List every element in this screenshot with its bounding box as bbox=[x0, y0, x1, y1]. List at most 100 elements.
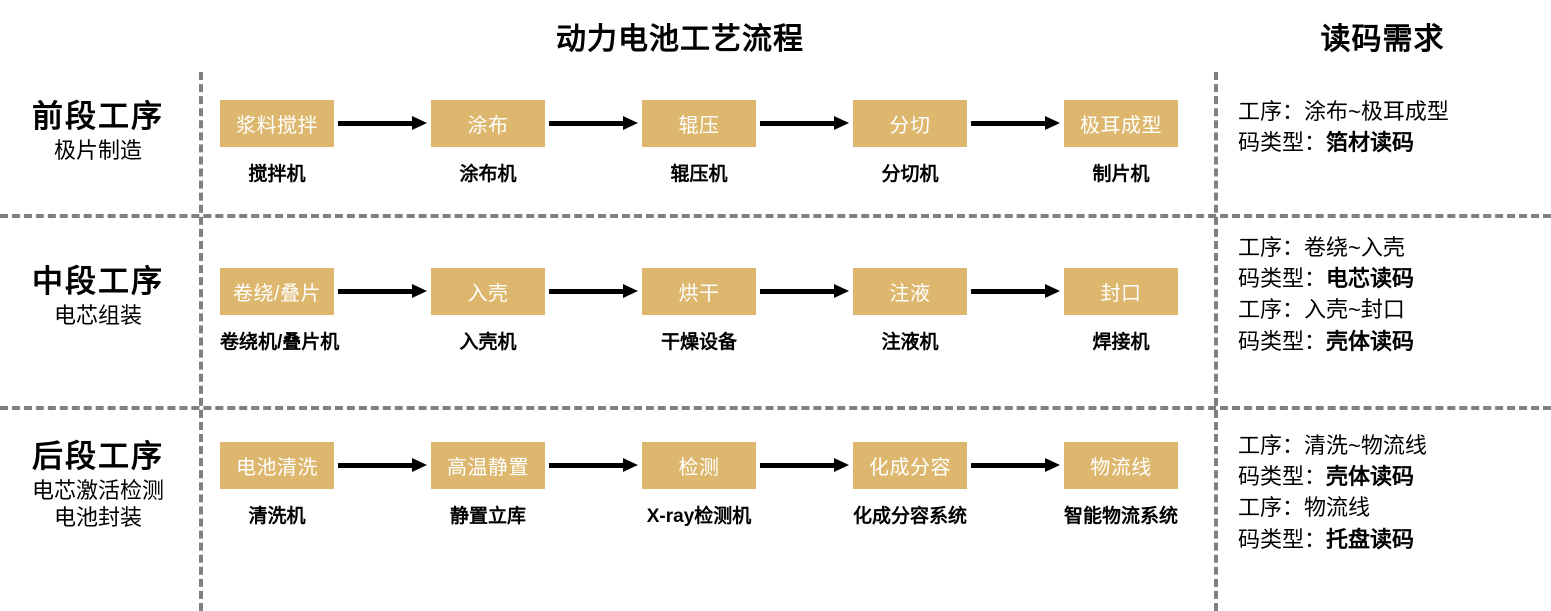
flow-arrow-icon bbox=[971, 458, 1060, 472]
flow-arrow-icon bbox=[971, 116, 1060, 130]
requirement-value: 清洗~物流线 bbox=[1304, 433, 1427, 458]
requirement-block-middle: 工序：卷绕~入壳 码类型：电芯读码 工序：入壳~封口 码类型：壳体读码 bbox=[1238, 232, 1548, 357]
right-column-title: 读码需求 bbox=[1320, 23, 1445, 56]
process-node[interactable]: 物流线 智能物流系统 bbox=[1064, 442, 1178, 528]
requirement-line: 工序：入壳~封口 bbox=[1238, 294, 1548, 325]
requirement-label: 码类型： bbox=[1238, 266, 1327, 292]
process-node-caption: 辊压机 bbox=[670, 164, 728, 185]
process-node-caption: 智能物流系统 bbox=[1064, 506, 1179, 527]
requirement-block-back: 工序：清洗~物流线 码类型：壳体读码 工序：物流线 码类型：托盘读码 bbox=[1238, 430, 1548, 555]
process-node-title: 化成分容 bbox=[853, 442, 967, 489]
process-node-caption: 清洗机 bbox=[248, 506, 306, 527]
process-node-caption: 静置立库 bbox=[449, 506, 526, 527]
requirement-value: 涂布~极耳成型 bbox=[1304, 99, 1449, 124]
process-node-title: 入壳 bbox=[431, 268, 545, 315]
process-node-title: 卷绕/叠片 bbox=[220, 268, 334, 315]
process-node-title: 注液 bbox=[853, 268, 967, 315]
divider-vertical-right bbox=[1214, 72, 1218, 611]
requirement-label: 码类型： bbox=[1238, 464, 1327, 490]
stage-name: 中段工序 bbox=[32, 264, 164, 299]
requirement-label: 工序： bbox=[1238, 99, 1305, 124]
requirement-value: 卷绕~入壳 bbox=[1304, 235, 1405, 260]
process-node[interactable]: 化成分容 化成分容系统 bbox=[853, 442, 967, 528]
process-node[interactable]: 入壳 入壳机 bbox=[431, 268, 545, 354]
process-node-title: 高温静置 bbox=[431, 442, 545, 489]
process-node-title: 辊压 bbox=[642, 100, 756, 147]
process-node[interactable]: 浆料搅拌 搅拌机 bbox=[220, 100, 334, 186]
requirement-value: 托盘读码 bbox=[1326, 526, 1415, 552]
requirement-line: 工序：涂布~极耳成型 bbox=[1238, 96, 1548, 127]
requirement-value: 电芯读码 bbox=[1326, 266, 1415, 292]
flow-arrow-icon bbox=[338, 284, 427, 298]
process-node[interactable]: 极耳成型 制片机 bbox=[1064, 100, 1178, 186]
process-node[interactable]: 电池清洗 清洗机 bbox=[220, 442, 334, 528]
process-node-caption: 搅拌机 bbox=[248, 164, 306, 185]
process-node-caption: 化成分容系统 bbox=[853, 506, 968, 527]
stage-subtitle: 电芯组装 bbox=[53, 302, 142, 328]
requirement-label: 工序： bbox=[1238, 235, 1305, 260]
requirement-value: 壳体读码 bbox=[1326, 328, 1415, 354]
flow-arrow-icon bbox=[971, 284, 1060, 298]
requirement-label: 工序： bbox=[1238, 495, 1305, 521]
requirement-line: 码类型：壳体读码 bbox=[1238, 326, 1548, 357]
stage-subtitle: 电芯激活检测 电池封装 bbox=[31, 477, 164, 530]
process-node-title: 烘干 bbox=[642, 268, 756, 315]
requirement-line: 码类型：箔材读码 bbox=[1238, 127, 1548, 158]
process-node[interactable]: 检测 X-ray检测机 bbox=[642, 442, 756, 528]
process-node-title: 物流线 bbox=[1064, 442, 1178, 489]
requirement-label: 工序： bbox=[1238, 297, 1305, 323]
process-node[interactable]: 涂布 涂布机 bbox=[431, 100, 545, 186]
divider-horizontal-2 bbox=[0, 406, 1551, 410]
flow-arrow-icon bbox=[338, 116, 427, 130]
process-node-caption: 涂布机 bbox=[459, 164, 517, 185]
process-node-caption: 焊接机 bbox=[1092, 332, 1150, 353]
page-title: 动力电池工艺流程 bbox=[556, 23, 804, 56]
requirement-value: 物流线 bbox=[1304, 495, 1371, 521]
process-node-caption: 制片机 bbox=[1092, 164, 1150, 185]
process-node-caption: X-ray检测机 bbox=[646, 506, 752, 527]
process-node-title: 涂布 bbox=[431, 100, 545, 147]
process-node-title: 检测 bbox=[642, 442, 756, 489]
process-node[interactable]: 注液 注液机 bbox=[853, 268, 967, 354]
process-node-caption: 分切机 bbox=[881, 164, 939, 185]
flow-arrow-icon bbox=[760, 116, 849, 130]
stage-name: 后段工序 bbox=[32, 439, 164, 474]
requirement-line: 工序：物流线 bbox=[1238, 492, 1548, 523]
process-node-title: 电池清洗 bbox=[220, 442, 334, 489]
process-node-title: 极耳成型 bbox=[1064, 100, 1178, 147]
flow-arrow-icon bbox=[760, 284, 849, 298]
process-node[interactable]: 辊压 辊压机 bbox=[642, 100, 756, 186]
process-node-caption: 干燥设备 bbox=[660, 332, 737, 353]
flow-arrow-icon bbox=[549, 284, 638, 298]
process-node[interactable]: 烘干 干燥设备 bbox=[642, 268, 756, 354]
stage-label-front: 前段工序 极片制造 bbox=[0, 99, 196, 165]
requirement-block-front: 工序：涂布~极耳成型 码类型：箔材读码 bbox=[1238, 96, 1548, 158]
process-node[interactable]: 封口 焊接机 bbox=[1064, 268, 1178, 354]
requirement-value: 入壳~封口 bbox=[1304, 297, 1405, 323]
requirement-value: 壳体读码 bbox=[1326, 464, 1415, 490]
requirement-label: 码类型： bbox=[1238, 526, 1327, 552]
process-node-title: 分切 bbox=[853, 100, 967, 147]
process-node[interactable]: 高温静置 静置立库 bbox=[431, 442, 545, 528]
flow-arrow-icon bbox=[338, 458, 427, 472]
process-node[interactable]: 分切 分切机 bbox=[853, 100, 967, 186]
requirement-line: 工序：卷绕~入壳 bbox=[1238, 232, 1548, 263]
requirement-line: 码类型：托盘读码 bbox=[1238, 524, 1548, 555]
process-node-caption: 入壳机 bbox=[459, 332, 517, 353]
process-node-title: 浆料搅拌 bbox=[220, 100, 334, 147]
process-node[interactable]: 卷绕/叠片 卷绕机/叠片机 bbox=[220, 268, 339, 354]
requirement-label: 码类型： bbox=[1238, 328, 1327, 354]
process-node-title: 封口 bbox=[1064, 268, 1178, 315]
requirement-line: 码类型：电芯读码 bbox=[1238, 263, 1548, 294]
process-node-caption: 注液机 bbox=[881, 332, 939, 353]
requirement-value: 箔材读码 bbox=[1326, 130, 1415, 156]
requirement-line: 工序：清洗~物流线 bbox=[1238, 430, 1548, 461]
flow-arrow-icon bbox=[549, 458, 638, 472]
requirement-line: 码类型：壳体读码 bbox=[1238, 461, 1548, 492]
stage-label-middle: 中段工序 电芯组装 bbox=[0, 264, 196, 330]
divider-vertical-left bbox=[199, 72, 203, 611]
flow-arrow-icon bbox=[760, 458, 849, 472]
requirement-label: 工序： bbox=[1238, 433, 1305, 458]
stage-label-back: 后段工序 电芯激活检测 电池封装 bbox=[0, 439, 196, 531]
